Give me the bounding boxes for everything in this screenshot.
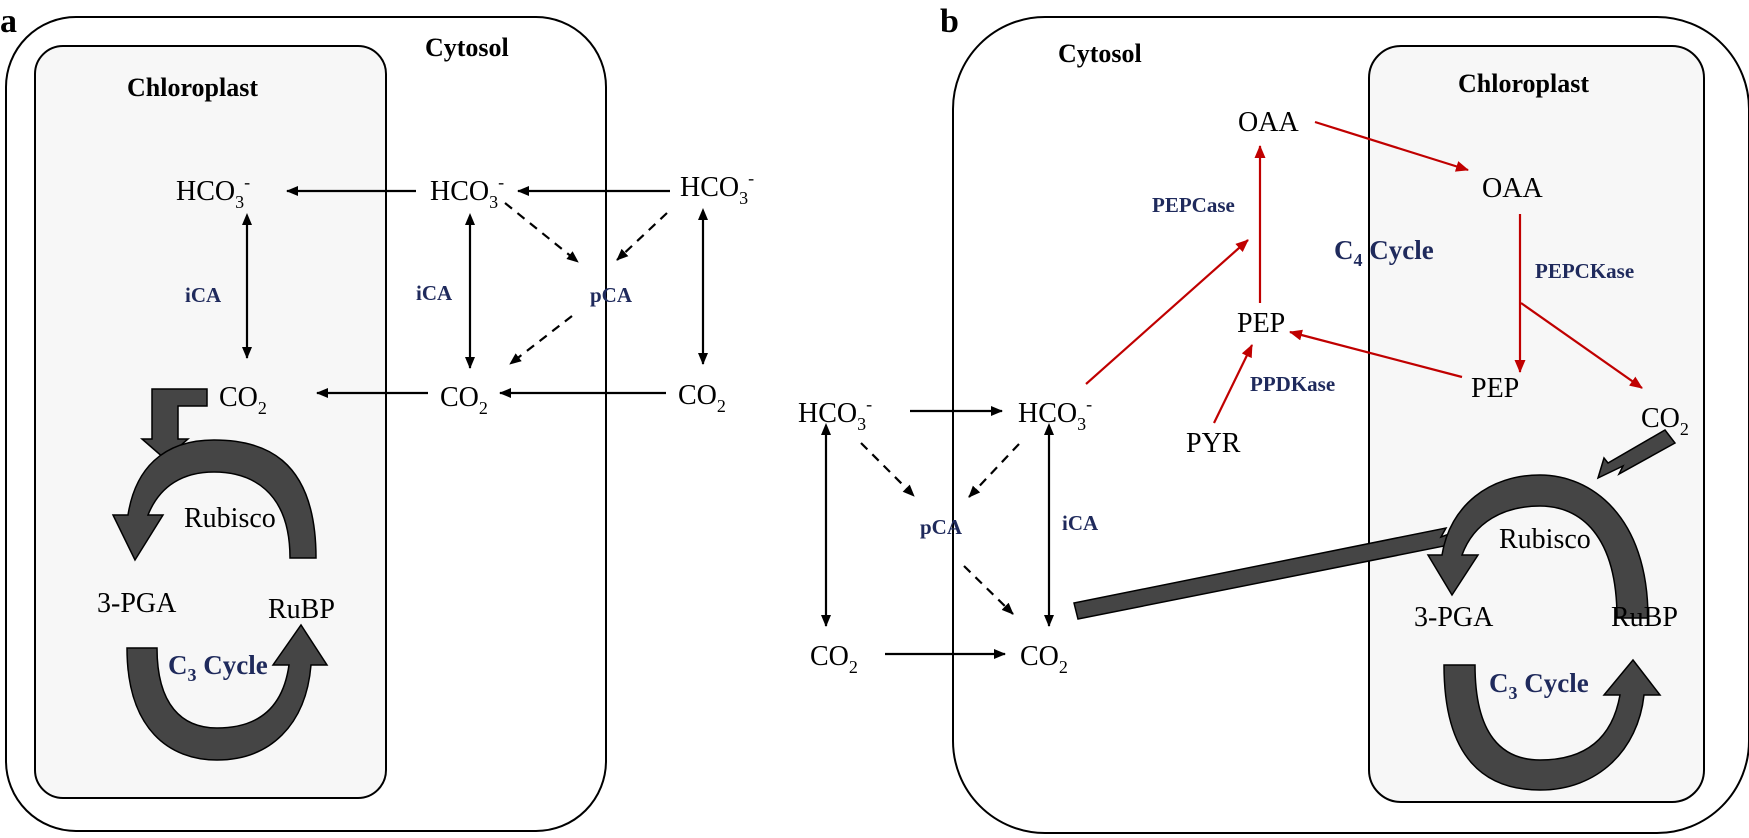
ppdkase-label-b: PPDKase xyxy=(1250,372,1335,396)
arrow-dash-hco3out-pca-a xyxy=(616,212,668,261)
rubisco-arc-arrow-a xyxy=(111,439,317,562)
hco3-chloroplast-a: HCO3- xyxy=(176,172,250,212)
rubp-label-a: RuBP xyxy=(268,594,335,625)
rubisco-label-a: Rubisco xyxy=(184,503,276,534)
panel-b-label: b xyxy=(940,3,959,40)
cytosol-title-b: Cytosol xyxy=(1058,39,1142,68)
pep-cytosol-b: PEP xyxy=(1237,308,1285,339)
oaa-chloroplast-b: OAA xyxy=(1482,173,1543,204)
pepcase-label-b: PEPCase xyxy=(1152,193,1235,217)
arrow-oaa-to-co2-red-b xyxy=(1520,302,1643,389)
arrow-dash-hco3cyt-pca-a xyxy=(504,202,579,263)
hco3-outside-a: HCO3- xyxy=(680,168,754,208)
panel-b: b Cytosol Chloroplast HCO3- HCO3- CO2 CO… xyxy=(798,3,1749,834)
arrow-dash-pca-co2cyt-a xyxy=(509,315,573,365)
cytosol-boundary-b xyxy=(952,16,1749,834)
pepckase-label-b: PEPCKase xyxy=(1535,259,1634,283)
arrow-dash-pca-co2-b xyxy=(963,565,1014,615)
arrow-oaa-transport-red-b xyxy=(1314,120,1469,172)
c3-cycle-label-a: C3 Cycle xyxy=(168,650,268,685)
chloroplast-title-b: Chloroplast xyxy=(1458,69,1589,98)
pyr-b: PYR xyxy=(1186,428,1241,459)
pep-chloroplast-b: PEP xyxy=(1471,373,1519,404)
arrow-hco3-to-oaa-red-b xyxy=(1085,239,1249,385)
cytosol-boundary-a xyxy=(5,16,607,832)
c3-cycle-arc-arrow-b xyxy=(1443,658,1662,791)
rubisco-arc-arrow-b xyxy=(1426,474,1649,619)
hco3-cytosol-b: HCO3- xyxy=(1018,394,1092,434)
arrow-dash-hco3cyt-pca-b xyxy=(968,443,1020,498)
panel-a: a Cytosol Chloroplast HCO3- HCO3- HCO3- … xyxy=(0,3,754,832)
ica-cytosol-a: iCA xyxy=(416,281,453,305)
co2-chloroplast-b: CO2 xyxy=(1641,403,1689,439)
cytosol-title-a: Cytosol xyxy=(425,33,509,62)
thick-arrow-co2-to-cycle-b xyxy=(1596,429,1677,480)
hco3-outside-b: HCO3- xyxy=(798,394,872,434)
pga-label-b: 3-PGA xyxy=(1414,602,1494,633)
arrow-pep-back-red-b xyxy=(1289,329,1463,379)
arrow-pyr-to-pep-red-b xyxy=(1213,344,1253,424)
panel-a-label: a xyxy=(0,3,17,40)
co2-chloroplast-a: CO2 xyxy=(219,382,267,418)
arrow-dash-hco3out-pca-b xyxy=(860,442,915,497)
hco3-cytosol-a: HCO3- xyxy=(430,172,504,212)
c3-cycle-arc-arrow-a xyxy=(126,623,329,761)
pca-b: pCA xyxy=(920,515,963,539)
ica-chloroplast-a: iCA xyxy=(185,283,222,307)
co2-cytosol-b: CO2 xyxy=(1020,641,1068,677)
pga-label-a: 3-PGA xyxy=(97,588,177,619)
c4-cycle-label-b: C4 Cycle xyxy=(1334,235,1434,270)
co2-outside-a: CO2 xyxy=(678,380,726,416)
chloroplast-boundary-a xyxy=(34,45,387,799)
rubp-label-b: RuBP xyxy=(1611,602,1678,633)
c3-cycle-label-b: C3 Cycle xyxy=(1489,668,1589,703)
chloroplast-title-a: Chloroplast xyxy=(127,73,258,102)
oaa-cytosol-b: OAA xyxy=(1238,107,1299,138)
rubisco-label-b: Rubisco xyxy=(1499,524,1591,555)
pca-a: pCA xyxy=(590,283,633,307)
co2-outside-b: CO2 xyxy=(810,641,858,677)
ica-b: iCA xyxy=(1062,511,1099,535)
co2-cytosol-a: CO2 xyxy=(440,382,488,418)
